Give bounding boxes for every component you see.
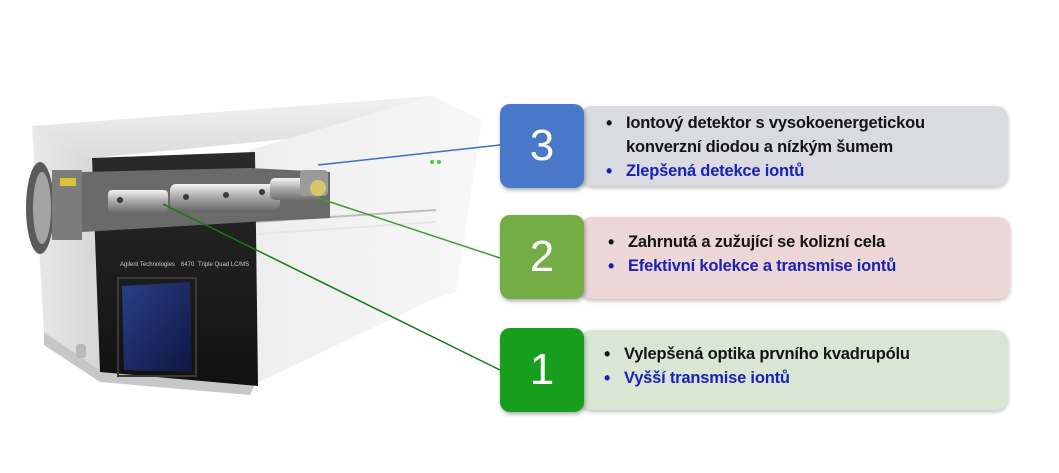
- leader-line-2: [317, 197, 501, 259]
- inner-screws: [117, 189, 265, 203]
- instrument-top-surface: [32, 96, 482, 158]
- benefit-text: Efektivní kolekce a transmise iontů: [606, 254, 1002, 278]
- front-window: [122, 282, 192, 372]
- side-panel-groove: [254, 221, 437, 235]
- instrument-model: 6470: [181, 262, 195, 268]
- drain-fitting: [76, 344, 86, 358]
- ion-source-ring-inner: [33, 172, 51, 244]
- leader-line-3: [317, 144, 501, 166]
- status-light: [430, 160, 434, 164]
- benefit-text: Vyšší transmise iontů: [602, 366, 998, 390]
- feature-text: Iontový detektor s vysokoenergetickou ko…: [604, 111, 1000, 159]
- callout-bullets: Zahrnutá a zužující se kolizní cela Efek…: [606, 230, 1002, 278]
- callout-bullets: Vylepšená optika prvního kvadrupólu Vyšš…: [602, 342, 998, 390]
- number-badge: 1: [500, 328, 584, 412]
- benefit-text: Zlepšená detekce iontů: [604, 159, 1000, 183]
- instrument-brand: Agilent Technologies: [120, 262, 175, 268]
- leader-line-1: [162, 203, 501, 371]
- quadrupole-rods: [108, 190, 168, 212]
- number-badge: 3: [500, 104, 584, 188]
- instrument-type: Triple Quad LC/MS: [198, 262, 249, 268]
- front-window-frame: [117, 277, 197, 377]
- status-light: [437, 160, 441, 164]
- callout-bullets: Iontový detektor s vysokoenergetickou ko…: [604, 111, 1000, 183]
- feature-text: Zahrnutá a zužující se kolizní cela: [606, 230, 1002, 254]
- instrument-side-panel: [250, 96, 482, 384]
- detector-port: [310, 180, 326, 196]
- feature-text: Vylepšená optika prvního kvadrupólu: [602, 342, 998, 366]
- number-badge: 2: [500, 215, 584, 299]
- ion-source-yellow-tag: [60, 178, 76, 186]
